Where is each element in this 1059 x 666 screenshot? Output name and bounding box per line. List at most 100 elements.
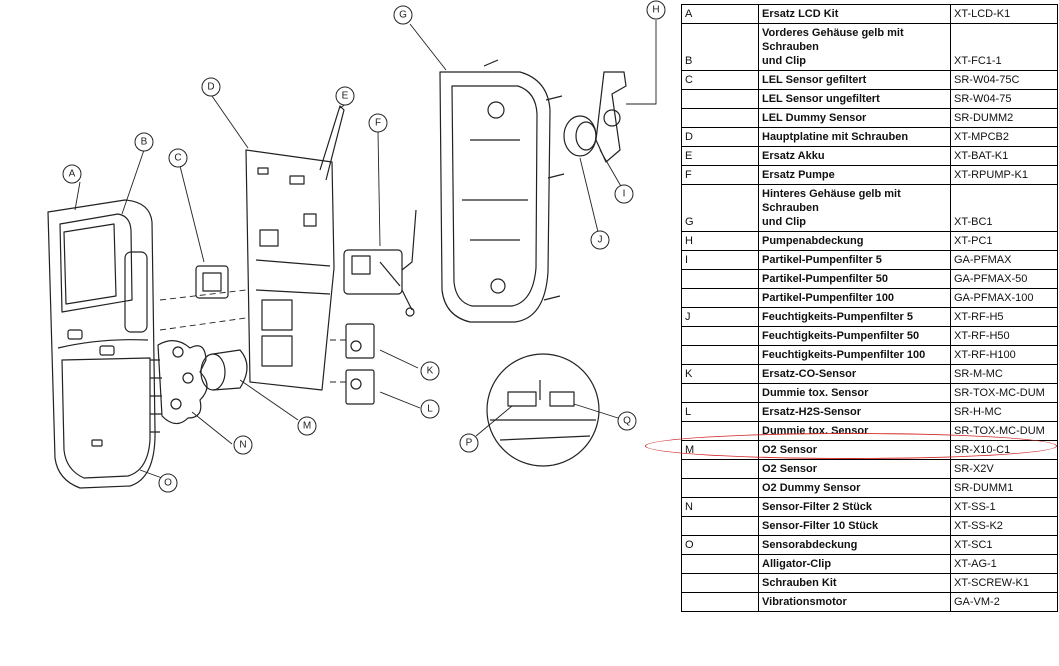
callout-labels: A B C D E F G H I J K L M N O P Q (62, 0, 666, 493)
part-code-cell: SR-X2V (950, 459, 1058, 479)
svg-text:P: P (466, 438, 473, 449)
callout-g: G (393, 5, 413, 25)
part-code-cell: XT-RF-H100 (950, 345, 1058, 365)
part-description-cell: Pumpenabdeckung (758, 231, 951, 251)
part-description-line: Pumpenabdeckung (762, 235, 864, 247)
part-description-cell: Dummie tox. Sensor (758, 383, 951, 403)
lel-sensor-drawing (195, 265, 229, 299)
part-group-cell: K (681, 364, 759, 384)
part-description-line: Feuchtigkeits-Pumpenfilter 5 (762, 311, 913, 323)
part-description-cell: O2 Sensor (758, 459, 951, 479)
part-group-cell (681, 108, 759, 128)
svg-text:E: E (342, 91, 349, 102)
part-group-cell: I (681, 250, 759, 270)
part-code-cell: SR-W04-75C (950, 70, 1058, 90)
svg-text:A: A (69, 169, 76, 180)
part-description-line: LEL Sensor ungefiltert (762, 93, 880, 105)
callout-b: B (134, 132, 154, 152)
part-description-line: und Clip (762, 216, 806, 228)
callout-e: E (335, 86, 355, 106)
front-housing-drawing (47, 199, 162, 489)
part-description-line: Partikel-Pumpenfilter 100 (762, 292, 895, 304)
callout-m: M (297, 416, 317, 436)
svg-text:L: L (427, 404, 433, 415)
part-group-cell (681, 383, 759, 403)
part-description-cell: Feuchtigkeits-Pumpenfilter 5 (758, 307, 951, 327)
part-code-cell: XT-BAT-K1 (950, 146, 1058, 166)
part-description-cell: Ersatz Pumpe (758, 165, 951, 185)
part-description-line: O2 Sensor (762, 444, 818, 456)
part-code-cell: GA-PFMAX-100 (950, 288, 1058, 308)
svg-text:J: J (598, 235, 603, 246)
part-code-cell: SR-M-MC (950, 364, 1058, 384)
part-group-cell (681, 326, 759, 346)
svg-text:M: M (303, 421, 311, 432)
tox-sensors-drawing (345, 323, 375, 405)
part-code-cell: XT-SS-1 (950, 497, 1058, 517)
part-description-cell: O2 Sensor (758, 440, 951, 460)
part-group-cell (681, 269, 759, 289)
part-code-cell: XT-AG-1 (950, 554, 1058, 574)
part-group-cell: L (681, 402, 759, 422)
part-code-cell: XT-PC1 (950, 231, 1058, 251)
part-description-line: Sensorabdeckung (762, 539, 858, 551)
part-group-cell: A (681, 4, 759, 24)
part-description-cell: Feuchtigkeits-Pumpenfilter 100 (758, 345, 951, 365)
detail-inset-drawing (486, 353, 600, 467)
pump-filter-drawing (563, 71, 627, 163)
main-board-drawing (245, 149, 335, 391)
part-code-cell: XT-RF-H50 (950, 326, 1058, 346)
callout-o: O (158, 473, 178, 493)
svg-text:D: D (207, 82, 214, 93)
part-description-line: Partikel-Pumpenfilter 5 (762, 254, 882, 266)
part-group-cell: G (681, 184, 759, 232)
part-description-line: Schrauben Kit (762, 577, 837, 589)
part-description-line: Hauptplatine mit Schrauben (762, 131, 909, 143)
part-code-cell: GA-PFMAX-50 (950, 269, 1058, 289)
part-description-line: Ersatz LCD Kit (762, 8, 839, 20)
part-description-line: O2 Sensor (762, 463, 818, 475)
part-code-cell: SR-TOX-MC-DUM (950, 421, 1058, 441)
exploded-view-diagram: A B C D E F G H I J K L M N O P Q (47, 0, 666, 493)
svg-text:B: B (141, 137, 148, 148)
part-description-cell: Vibrationsmotor (758, 592, 951, 612)
part-description-line: Feuchtigkeits-Pumpenfilter 50 (762, 330, 920, 342)
part-group-cell (681, 478, 759, 498)
parts-row: Feuchtigkeits-Pumpenfilter 100 XT-RF-H100 (681, 345, 1058, 365)
part-group-cell: J (681, 307, 759, 327)
parts-row: O2 Sensor SR-X2V (681, 459, 1058, 479)
callout-c: C (168, 148, 188, 168)
part-description-line: Sensor-Filter 2 Stück (762, 501, 873, 513)
part-description-line: Ersatz Akku (762, 150, 825, 162)
part-group-cell: F (681, 165, 759, 185)
rear-housing-drawing (439, 59, 565, 323)
part-code-cell: GA-PFMAX (950, 250, 1058, 270)
part-code-cell: SR-X10-C1 (950, 440, 1058, 460)
part-description-cell: O2 Dummy Sensor (758, 478, 951, 498)
part-description-cell: Dummie tox. Sensor (758, 421, 951, 441)
part-group-cell: C (681, 70, 759, 90)
part-description-line: Feuchtigkeits-Pumpenfilter 100 (762, 349, 926, 361)
part-description-cell: Partikel-Pumpenfilter 5 (758, 250, 951, 270)
callout-l: L (420, 399, 440, 419)
svg-text:K: K (427, 366, 434, 377)
part-description-line: Schrauben (762, 41, 819, 53)
part-group-cell (681, 554, 759, 574)
part-description-line: Dummie tox. Sensor (762, 387, 869, 399)
